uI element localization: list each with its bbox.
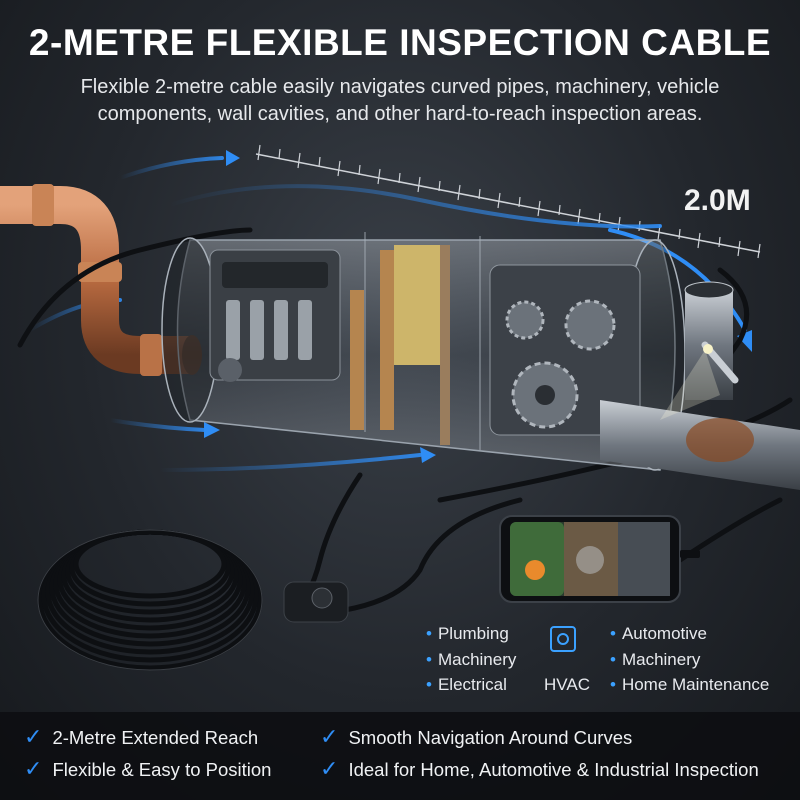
engine-block: [209, 249, 341, 382]
feature-item: ✓2-Metre Extended Reach: [24, 724, 259, 749]
page-subtitle: Flexible 2-metre cable easily navigates …: [80, 76, 720, 125]
check-icon: ✓: [320, 724, 339, 749]
applications-list: •Plumbing •Machinery •Electrical HVAC •A…: [420, 624, 800, 704]
cable-coil: [37, 529, 263, 671]
bullet-dot-icon: •: [610, 650, 616, 669]
application-item: •Plumbing: [426, 624, 509, 643]
feature-item: ✓Flexible & Easy to Position: [24, 756, 272, 781]
application-item: •Home Maintenance: [610, 675, 770, 694]
bullet-dot-icon: •: [426, 675, 432, 694]
check-icon: ✓: [24, 756, 43, 781]
length-scale-label: 2.0M: [684, 184, 751, 217]
bullet-dot-icon: •: [426, 624, 432, 643]
feature-item: ✓Smooth Navigation Around Curves: [320, 724, 633, 749]
application-item: •Electrical: [426, 675, 507, 694]
illustration-scene: [0, 144, 800, 671]
wall-section: [350, 245, 450, 445]
cable-controller[interactable]: [283, 581, 349, 623]
application-item: •Machinery: [426, 650, 517, 669]
smartphone: [499, 515, 700, 603]
check-icon: ✓: [24, 724, 43, 749]
application-item: HVAC: [544, 675, 590, 694]
feature-item: ✓Ideal for Home, Automotive & Industrial…: [320, 756, 759, 781]
gearbox: [489, 264, 641, 436]
measurement-ruler: [255, 144, 761, 259]
bullet-dot-icon: •: [610, 675, 616, 694]
features-bar: ✓2-Metre Extended Reach ✓Smooth Navigati…: [0, 712, 800, 800]
bullet-dot-icon: •: [610, 624, 616, 643]
application-item: •Machinery: [610, 650, 701, 669]
bullet-dot-icon: •: [426, 650, 432, 669]
check-icon: ✓: [320, 756, 339, 781]
application-item: •Automotive: [610, 624, 707, 643]
page-title: 2-METRE FLEXIBLE INSPECTION CABLE: [28, 22, 772, 63]
hvac-icon: [550, 626, 576, 652]
metal-pipe: [600, 281, 800, 490]
